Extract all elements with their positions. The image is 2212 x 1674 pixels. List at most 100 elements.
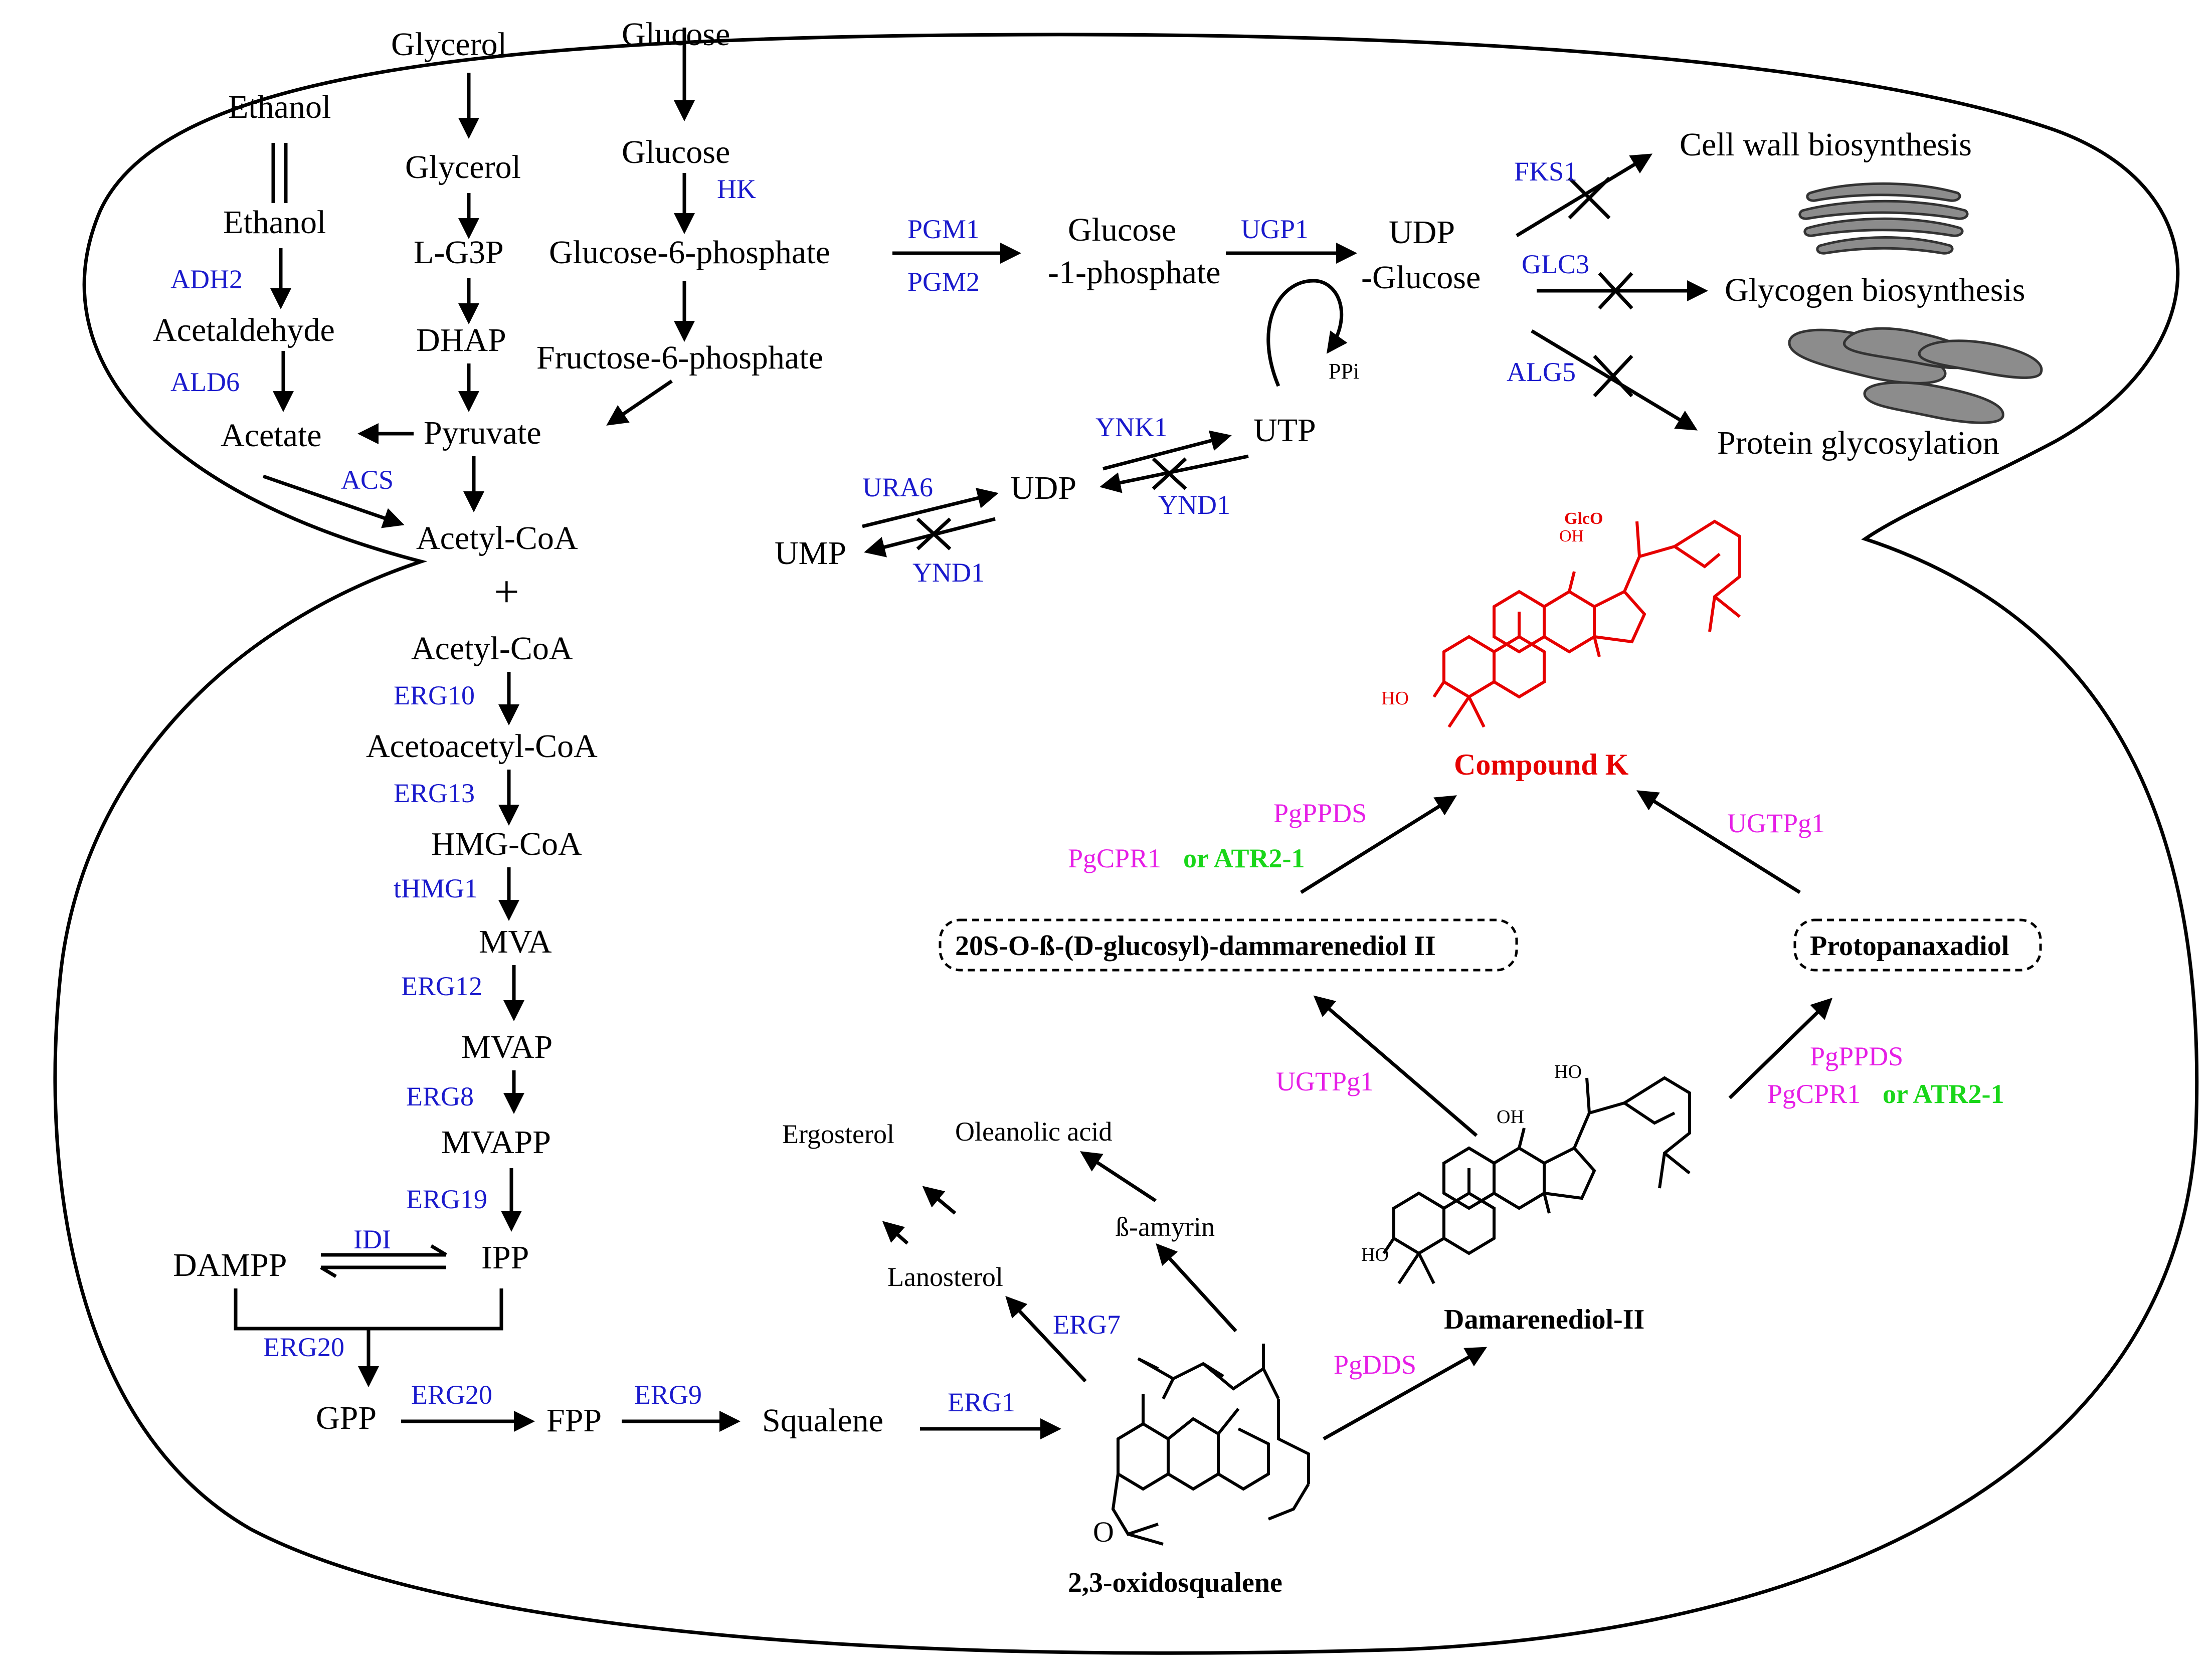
enz-pgm1: PGM1: [907, 214, 980, 244]
met-ethanol: Ethanol: [223, 204, 326, 241]
arrow-glucosyl-compoundk: [1300, 795, 1457, 894]
enz-erg19: ERG19: [406, 1184, 487, 1214]
met-acetoacetyl-coa: Acetoacetyl-CoA: [366, 728, 598, 765]
met-pyruvate: Pyruvate: [424, 415, 541, 451]
feed-ethanol: Ethanol: [228, 89, 331, 125]
arrow-ump-udp: [862, 487, 999, 528]
arrow-ppd-compoundk: [1636, 790, 1801, 894]
enz-erg9: ERG9: [634, 1380, 702, 1410]
block-ynd1-a-2: [1152, 457, 1187, 490]
met-g6p: Glucose-6-phosphate: [549, 234, 830, 271]
enz-or-atr-a: or ATR2-1: [1183, 843, 1305, 873]
met-g1p-line2: -1-phosphate: [1048, 254, 1221, 291]
met-mva: MVA: [479, 923, 552, 960]
enz-adh2: ADH2: [170, 264, 243, 294]
met-lanosterol: Lanosterol: [887, 1262, 1003, 1292]
arrow-f6p-pyruvate: [606, 380, 673, 426]
met-utp: UTP: [1253, 412, 1316, 449]
arrow-lanosterol-ergosterol-2: [922, 1186, 957, 1215]
met-fpp: FPP: [546, 1402, 602, 1439]
compound-k-structure: [1432, 519, 1741, 728]
golgi-icon: [1798, 182, 1969, 255]
met-protopanaxadiol: Protopanaxadiol: [1810, 931, 2009, 962]
met-ipp: IPP: [481, 1239, 529, 1276]
met-udpg-line1: UDP: [1389, 214, 1455, 251]
met-udp: UDP: [1010, 470, 1076, 506]
arrow-damarenediol-glucosyl: [1313, 995, 1478, 1137]
met-compound-k: Compound K: [1454, 748, 1629, 781]
met-g1p-line1: Glucose: [1068, 212, 1176, 248]
arrow-oxido-damarenediol: [1323, 1347, 1488, 1441]
arrow-damarenediol-ppd: [1728, 998, 1833, 1099]
met-glycerol: Glycerol: [405, 149, 521, 185]
block-ynd1-b-2: [916, 517, 952, 550]
met-ump: UMP: [775, 535, 846, 572]
feed-glucose: Glucose: [622, 16, 730, 53]
enz-ynk1: YNK1: [1095, 412, 1168, 442]
met-lg3p: L-G3P: [414, 234, 504, 271]
arrow-utp-udp: [1099, 454, 1249, 493]
feed-glycerol: Glycerol: [391, 26, 507, 63]
met-acetate: Acetate: [221, 417, 322, 454]
enz-pgcpr1-b: PgCPR1: [1767, 1079, 1861, 1109]
block-fks1-2: [1568, 176, 1611, 220]
idi-hook-right: [430, 1244, 447, 1257]
arrow-oxido-lanosterol: [1005, 1295, 1087, 1383]
box-protopanaxadiol: [1793, 918, 2042, 972]
idi-hook-left: [320, 1265, 337, 1278]
plus-sign: +: [494, 567, 519, 617]
enz-fks1: FKS1: [1514, 156, 1577, 187]
enz-ugtpg1-a: UGTPg1: [1276, 1066, 1374, 1096]
arrow-udpg-cellwall: [1516, 153, 1652, 237]
met-hmg-coa: HMG-CoA: [431, 826, 582, 862]
enz-pgcpr1-a: PgCPR1: [1068, 843, 1161, 873]
block-glc3-2: [1598, 272, 1633, 310]
enz-erg20-a: ERG20: [263, 1332, 344, 1362]
met-acetyl-coa-2: Acetyl-CoA: [411, 630, 573, 667]
met-mvapp: MVAPP: [441, 1124, 551, 1161]
enz-erg8: ERG8: [406, 1081, 474, 1111]
enz-pgppds-a: PgPPDS: [1273, 798, 1367, 828]
met-damarenediol: Damarenediol-II: [1444, 1304, 1644, 1335]
met-dhap: DHAP: [416, 322, 506, 358]
met-acetaldehyde: Acetaldehyde: [153, 312, 335, 348]
enz-glc3: GLC3: [1522, 249, 1589, 279]
met-gpp: GPP: [316, 1400, 377, 1436]
enz-ugp1: UGP1: [1241, 214, 1309, 244]
box-glucosyl-dammarenediol: [939, 918, 1518, 972]
enz-pgm2: PGM2: [907, 267, 980, 297]
enz-erg13: ERG13: [394, 778, 475, 808]
met-b-amyrin: ß-amyrin: [1116, 1212, 1215, 1242]
enz-erg10: ERG10: [394, 680, 475, 710]
sink-cell-wall: Cell wall biosynthesis: [1680, 126, 1972, 163]
enz-ald6: ALD6: [170, 367, 240, 397]
arrow-bamyrin-oleanolic: [1080, 1151, 1157, 1202]
met-glucose: Glucose: [622, 134, 730, 170]
met-mvap: MVAP: [461, 1029, 552, 1065]
label-glco-compoundk: GlcO: [1564, 509, 1603, 528]
label-oh-damarenediol: OH: [1497, 1106, 1524, 1128]
sink-glycogen: Glycogen biosynthesis: [1725, 272, 2025, 308]
cell-outline: [53, 33, 2199, 1655]
enz-ura6: URA6: [862, 472, 933, 502]
sink-protein-glycosylation: Protein glycosylation: [1717, 425, 1999, 461]
met-f6p: Fructose-6-phosphate: [536, 339, 823, 376]
arrow-udpg-protein: [1531, 329, 1698, 431]
enz-ynd1-b: YND1: [912, 557, 985, 588]
enz-or-atr-b: or ATR2-1: [1883, 1079, 2004, 1109]
arrow-lanosterol-ergosterol-1: [882, 1221, 909, 1245]
organelle-icon: [1788, 327, 2043, 424]
enz-pgdds: PgDDS: [1334, 1350, 1416, 1380]
met-udpg-line2: -Glucose: [1361, 259, 1481, 296]
met-glucosyl-dammarenediol: 20S-O-ß-(D-glucosyl)-dammarenediol II: [955, 931, 1436, 962]
block-alg5-2: [1593, 354, 1633, 398]
label-oh-compoundk: OH: [1559, 527, 1584, 545]
enz-erg20-b: ERG20: [411, 1380, 492, 1410]
label-ho-damarenediol: HO: [1361, 1244, 1389, 1265]
enz-idi: IDI: [353, 1224, 391, 1254]
enz-ugtpg1-b: UGTPg1: [1727, 808, 1825, 838]
label-ho-damarenediol-top: HO: [1554, 1061, 1582, 1082]
arrow-utp-cofactor: [1266, 279, 1348, 387]
met-squalene: Squalene: [762, 1402, 883, 1439]
